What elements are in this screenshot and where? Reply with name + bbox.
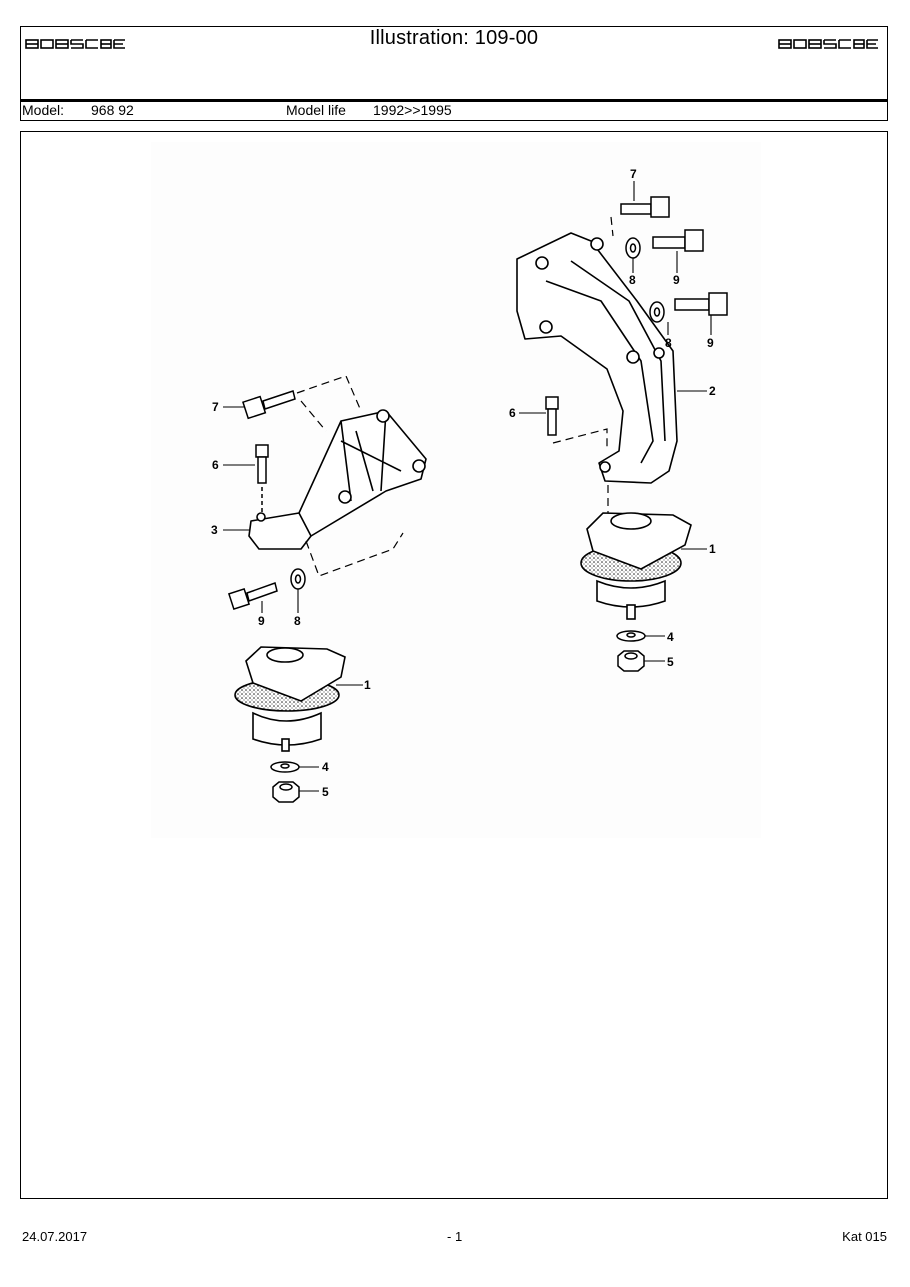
right-engine-mount-1 bbox=[580, 512, 692, 620]
callout-right-1: 1 bbox=[709, 542, 716, 556]
left-washer-8 bbox=[290, 568, 306, 590]
callout-right-7: 7 bbox=[630, 167, 637, 181]
left-dashed-leaders bbox=[296, 375, 404, 577]
model-life-value: 1992>>1995 bbox=[373, 102, 452, 118]
header-box: Illustration: 109-00 Model: 968 92 Model… bbox=[20, 26, 888, 121]
callout-right-9a: 9 bbox=[673, 273, 680, 287]
porsche-logo-left bbox=[25, 39, 125, 49]
callout-left-9: 9 bbox=[258, 614, 265, 628]
callout-left-3: 3 bbox=[211, 523, 218, 537]
right-bolt-6 bbox=[545, 396, 559, 436]
right-washer-8a bbox=[625, 237, 641, 259]
model-divider bbox=[21, 99, 887, 102]
model-value: 968 92 bbox=[91, 102, 134, 118]
callout-right-9b: 9 bbox=[707, 336, 714, 350]
right-nut-5 bbox=[617, 650, 645, 672]
left-washer-4 bbox=[270, 761, 300, 773]
porsche-logo-right bbox=[778, 39, 878, 49]
callout-right-6: 6 bbox=[509, 406, 516, 420]
footer-page: - 1 bbox=[447, 1229, 463, 1244]
model-label: Model: bbox=[22, 102, 65, 118]
callout-left-6: 6 bbox=[212, 458, 219, 472]
left-bracket-3 bbox=[248, 409, 427, 550]
engine-mount-diagram: 7 6 3 9 8 1 4 5 bbox=[211, 167, 728, 803]
left-nut-5 bbox=[272, 781, 300, 803]
page-title: Illustration: 109-00 bbox=[369, 27, 539, 49]
callout-left-8: 8 bbox=[294, 614, 301, 628]
left-bolt-7 bbox=[242, 390, 296, 420]
footer-catalog: Kat 015 bbox=[842, 1229, 887, 1244]
footer-date: 24.07.2017 bbox=[22, 1229, 88, 1244]
model-life-label: Model life bbox=[286, 102, 346, 118]
left-engine-mount-1 bbox=[234, 646, 346, 752]
callout-right-4: 4 bbox=[667, 630, 674, 644]
right-bolt-9b bbox=[674, 292, 728, 316]
callout-left-5: 5 bbox=[322, 785, 329, 799]
right-bracket-2 bbox=[516, 232, 678, 484]
right-washer-8b bbox=[649, 301, 665, 323]
illustration-frame: 7 6 3 9 8 1 4 5 bbox=[20, 131, 888, 1199]
model-row: Model: 968 92 Model life 1992>>1995 bbox=[21, 102, 887, 121]
left-bolt-6 bbox=[255, 444, 269, 513]
right-leader-lines bbox=[519, 181, 712, 662]
left-leader-lines bbox=[223, 406, 363, 792]
callout-right-8b: 8 bbox=[665, 336, 672, 350]
callout-left-4: 4 bbox=[322, 760, 329, 774]
callout-left-1: 1 bbox=[364, 678, 371, 692]
right-washer-4 bbox=[616, 630, 646, 642]
left-bolt-9 bbox=[227, 582, 278, 611]
callout-right-8a: 8 bbox=[629, 273, 636, 287]
right-bolt-7 bbox=[620, 196, 670, 218]
callout-right-5: 5 bbox=[667, 655, 674, 669]
callout-left-7: 7 bbox=[212, 400, 219, 414]
callout-right-2: 2 bbox=[709, 384, 716, 398]
right-bolt-9a bbox=[652, 229, 704, 252]
